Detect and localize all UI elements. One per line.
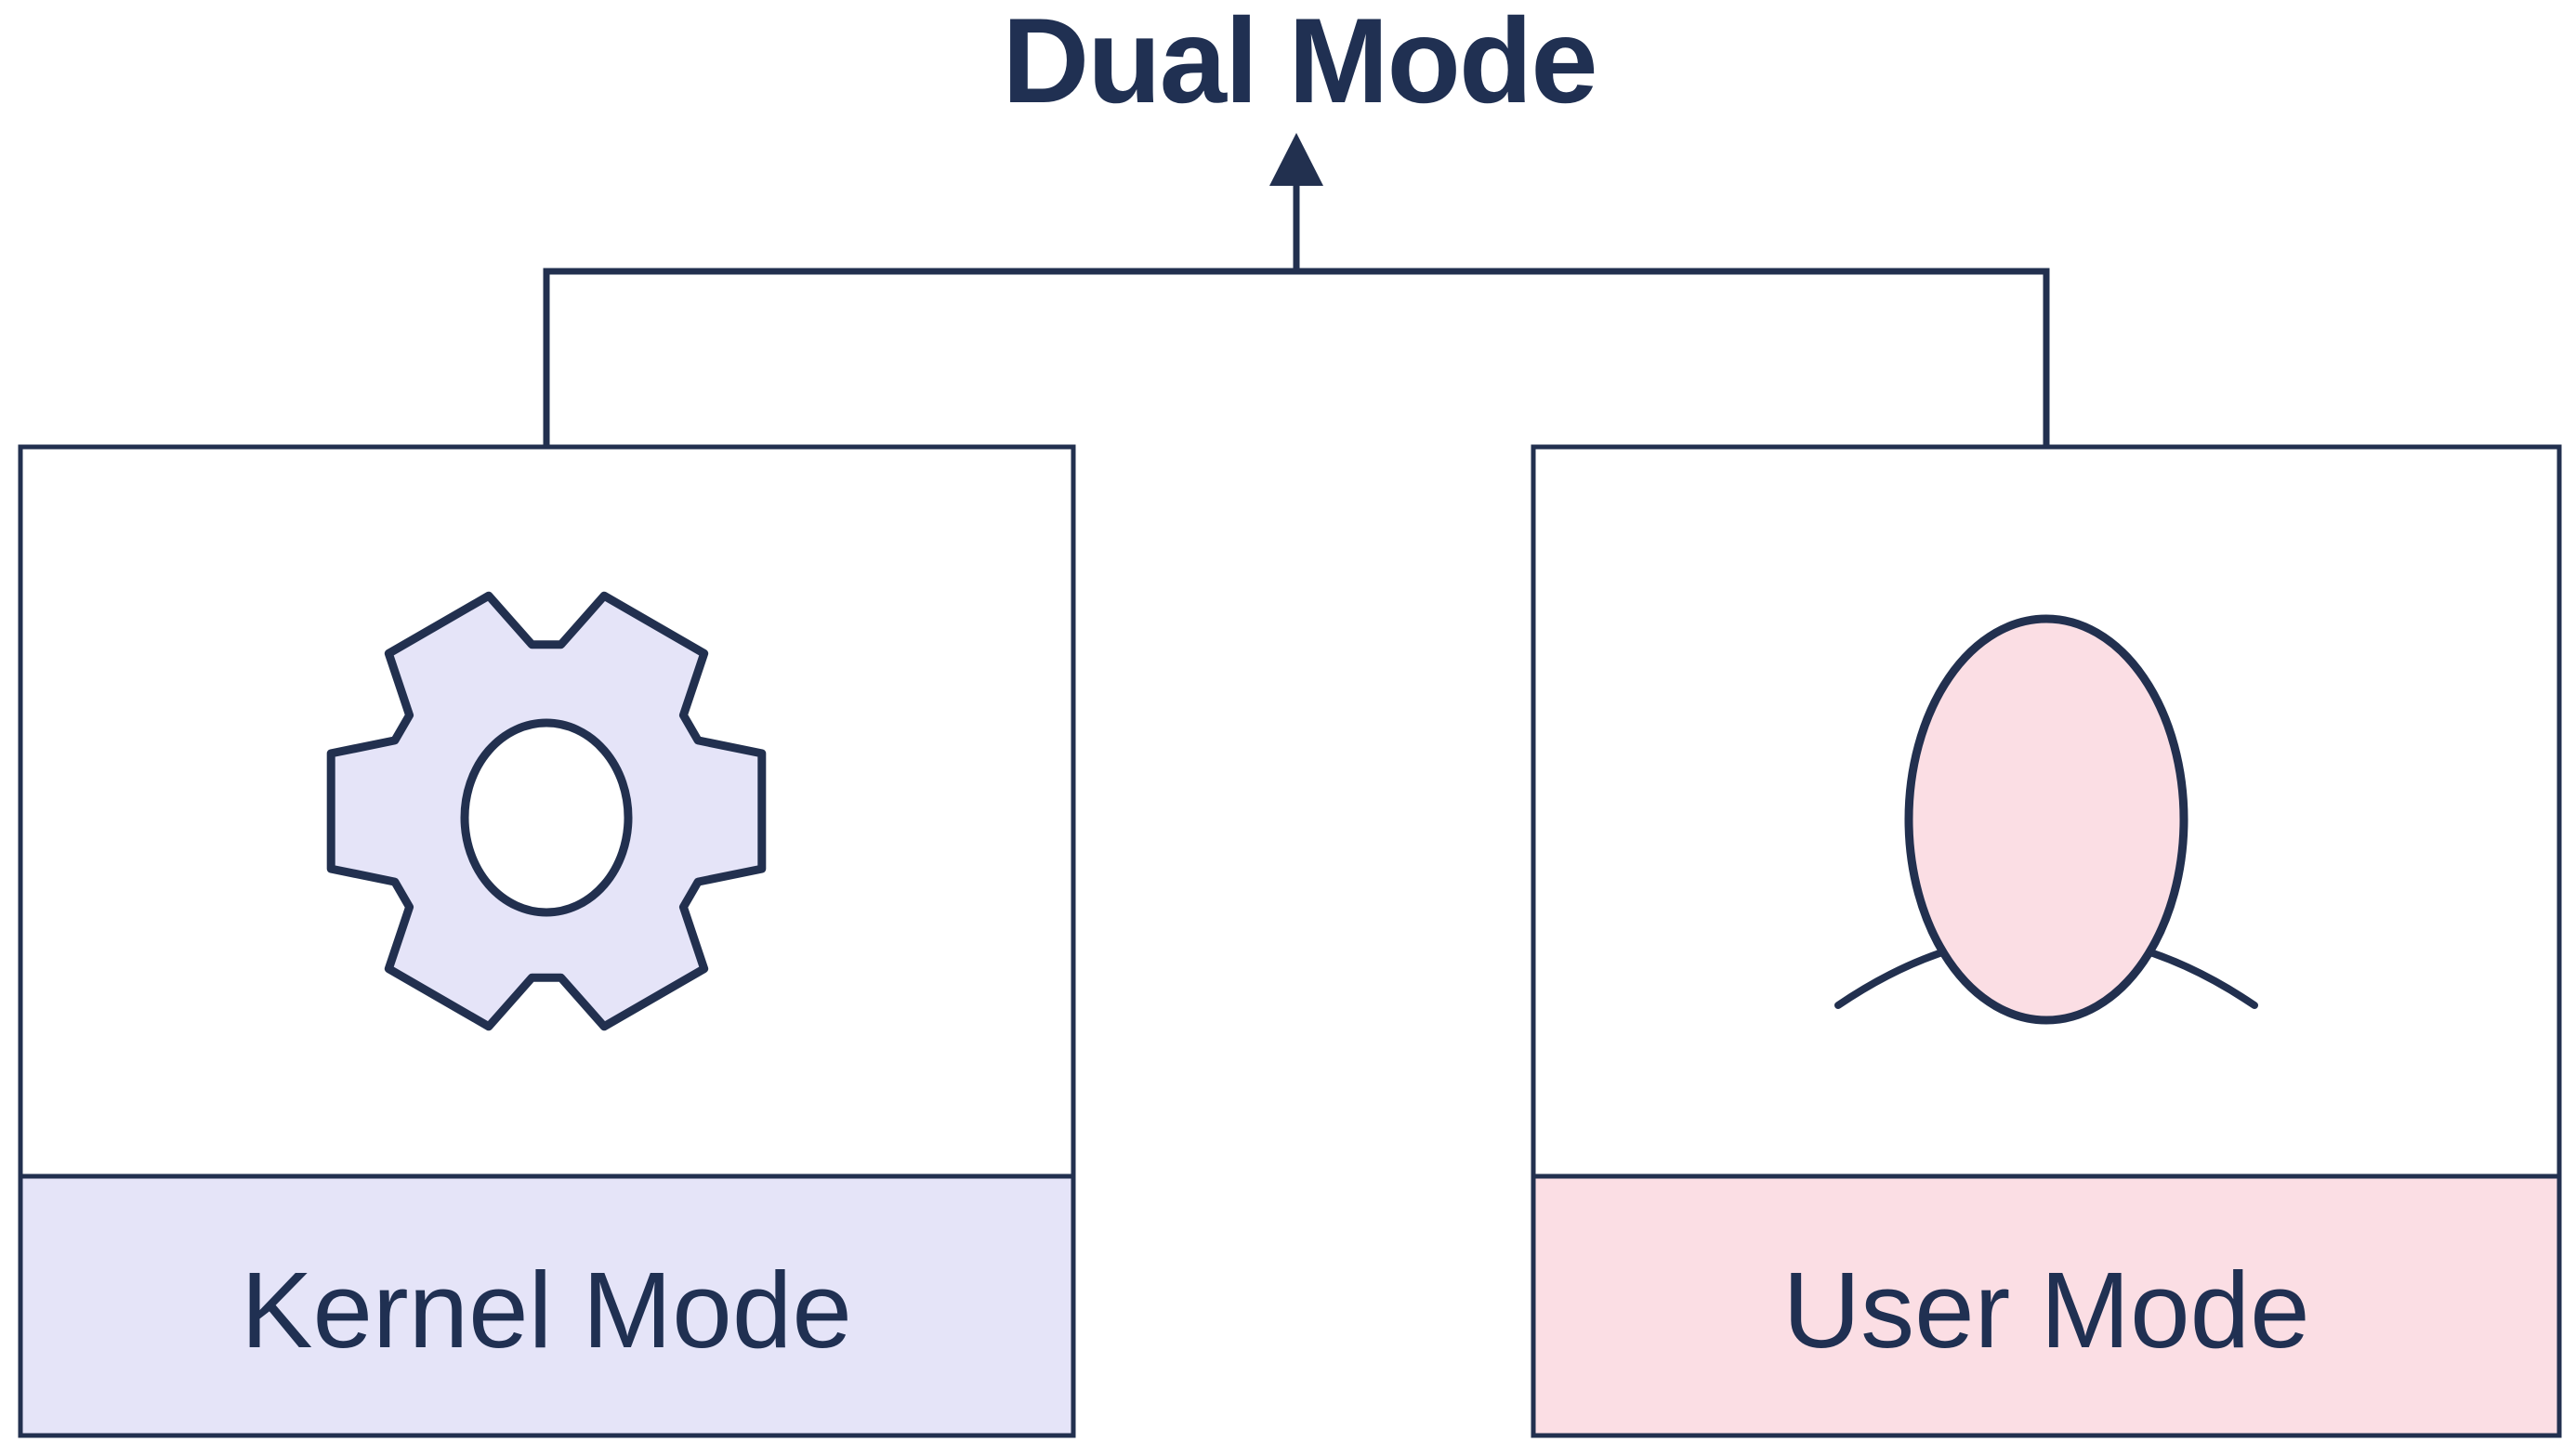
arrowhead-up-icon	[1269, 133, 1323, 186]
gear-hole	[460, 718, 633, 917]
kernel-label-bar	[18, 1173, 1076, 1438]
node-user-mode: User Mode	[1531, 444, 2562, 1438]
bracket-edge	[543, 268, 2050, 447]
gear-icon	[326, 591, 767, 1031]
person-head	[1904, 614, 2188, 1025]
connector-edges	[543, 133, 2050, 447]
diagram-title: Dual Mode	[1002, 0, 1596, 128]
node-kernel-mode: Kernel Mode	[18, 444, 1076, 1438]
user-node-label: User Mode	[1782, 1250, 2309, 1370]
kernel-node-label: Kernel Mode	[241, 1250, 852, 1370]
user-label-bar	[1531, 1173, 2562, 1438]
person-icon	[1834, 614, 2258, 1025]
